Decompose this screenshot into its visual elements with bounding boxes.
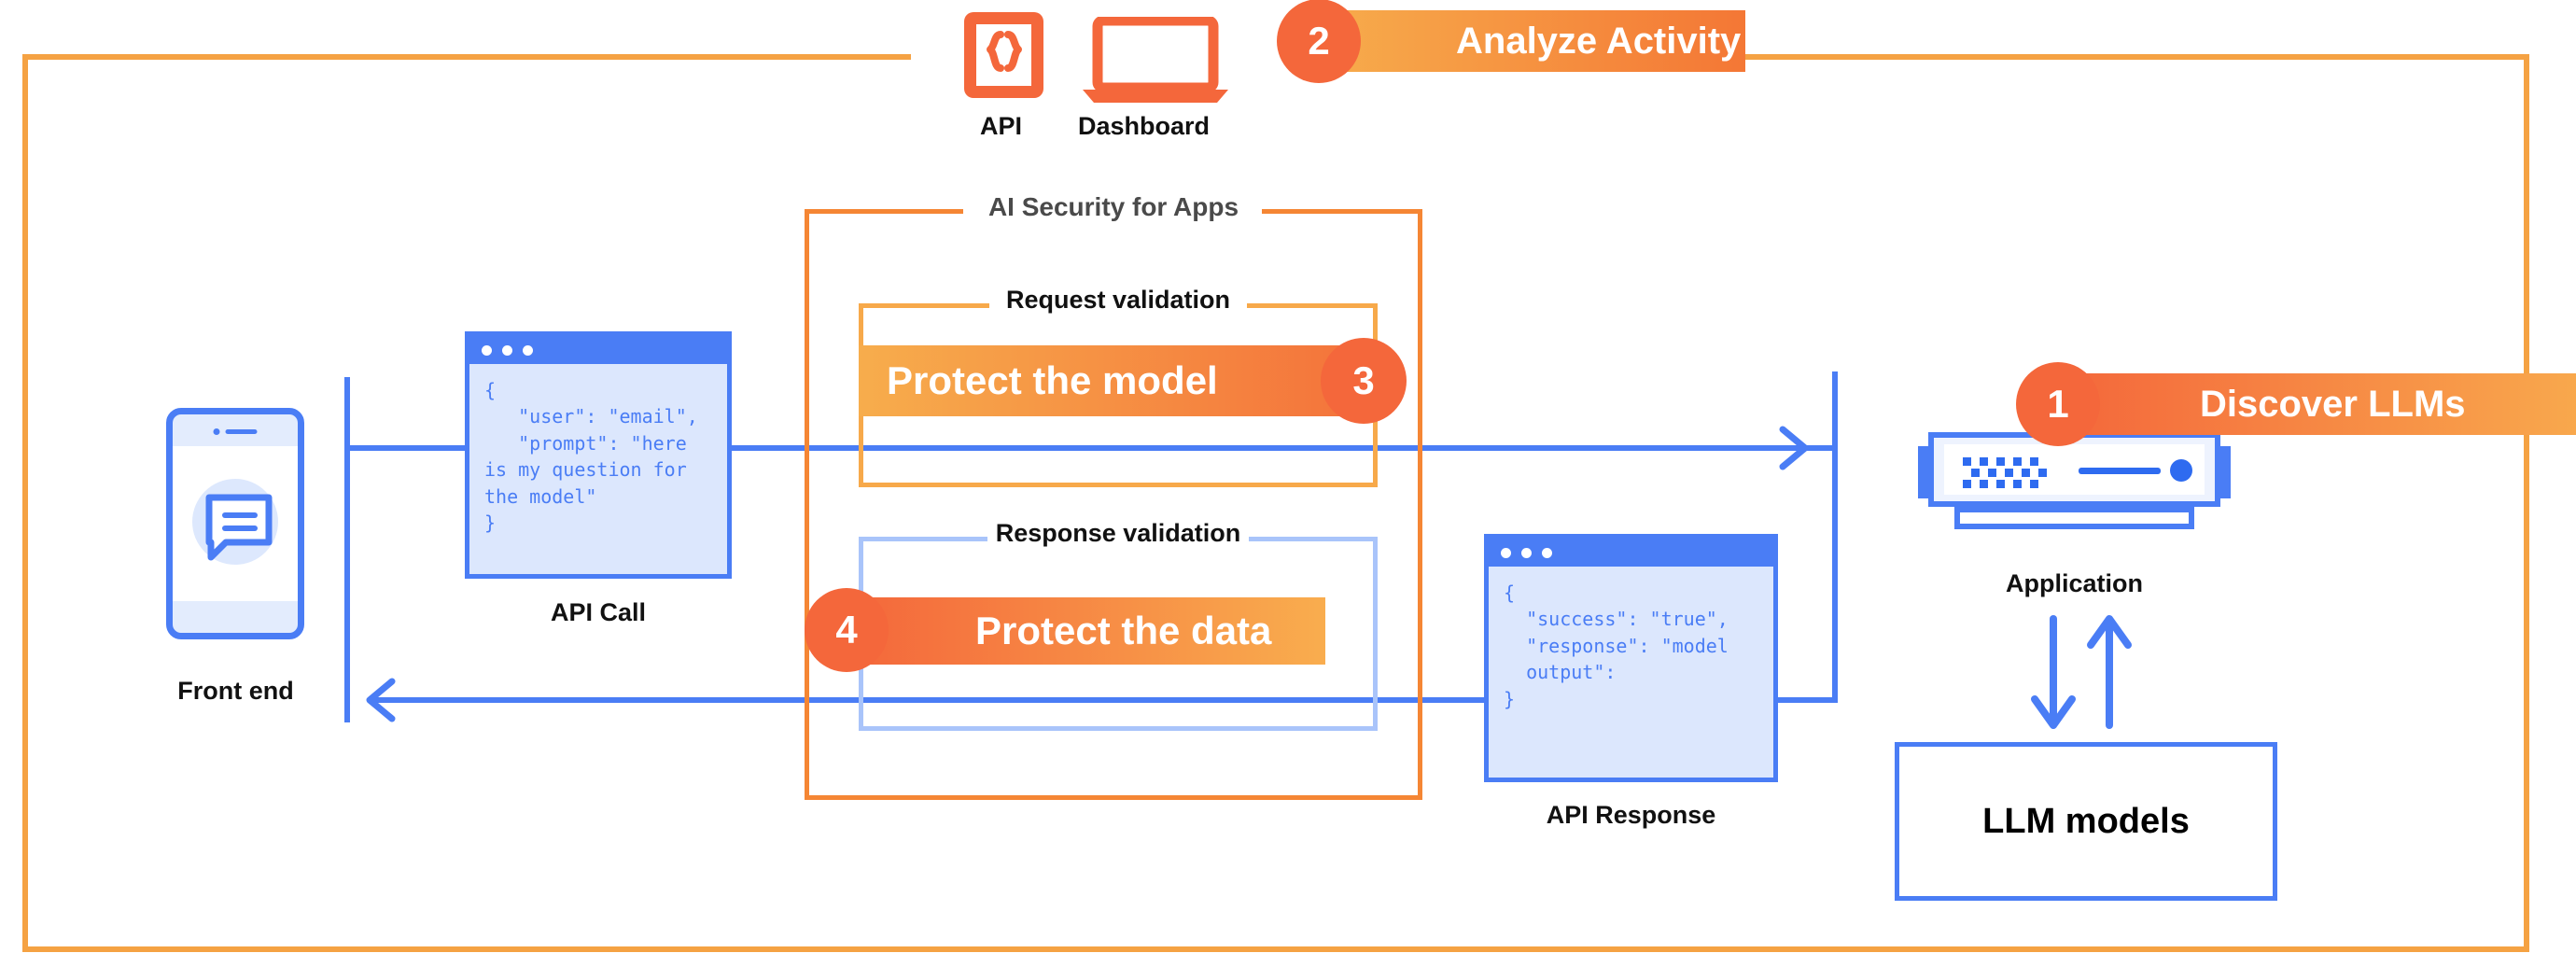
step-number-4: 4 bbox=[805, 588, 889, 672]
api-braces-icon[interactable] bbox=[964, 12, 1043, 98]
outer-frame-right bbox=[2524, 54, 2529, 952]
window-dot bbox=[523, 344, 533, 356]
window-dot bbox=[1521, 547, 1532, 558]
outer-frame-bottom bbox=[22, 946, 2529, 952]
flow-response-arrowhead bbox=[366, 678, 396, 722]
llm-models-label: LLM models bbox=[1982, 801, 2190, 841]
analyze-activity-label: Analyze Activity bbox=[1456, 20, 1742, 62]
window-dot bbox=[1501, 547, 1511, 558]
api-call-caption: API Call bbox=[550, 598, 647, 626]
response-validation-title: Response validation bbox=[995, 519, 1241, 547]
api-response-window: { "success": "true", "response": "model … bbox=[1484, 534, 1778, 782]
application-caption: Application bbox=[2006, 569, 2143, 597]
protect-the-data-label: Protect the data bbox=[975, 609, 1272, 652]
window-dot bbox=[1542, 547, 1552, 558]
application-to-llm-arrows bbox=[2031, 615, 2132, 729]
api-response-titlebar bbox=[1489, 539, 1773, 567]
frontend-caption: Front end bbox=[177, 677, 294, 705]
top-icon-group: API Dashboard bbox=[961, 7, 1241, 171]
discover-llms-label: Discover LLMs bbox=[2200, 383, 2466, 425]
step-number-2: 2 bbox=[1277, 0, 1361, 83]
outer-frame-top-left bbox=[22, 54, 911, 60]
step-number-3: 3 bbox=[1321, 338, 1407, 424]
protect-the-model-label: Protect the model bbox=[887, 358, 1218, 402]
api-response-caption: API Response bbox=[1546, 801, 1716, 829]
protect-the-data-bar: Protect the data bbox=[849, 597, 1325, 665]
window-dot bbox=[502, 344, 512, 356]
dashboard-icon-label: Dashboard bbox=[1078, 112, 1211, 140]
api-call-code: { "user": "email", "prompt": "here is my… bbox=[484, 379, 698, 534]
flow-right-rail bbox=[1832, 371, 1838, 700]
flow-response-line bbox=[371, 697, 1838, 703]
ai-security-group-title: AI Security for Apps bbox=[987, 192, 1239, 221]
flow-request-arrowhead bbox=[1779, 426, 1809, 470]
frontend-mobile-chat-icon bbox=[166, 408, 304, 639]
window-dot bbox=[482, 344, 492, 356]
protect-the-model-bar: Protect the model bbox=[859, 345, 1386, 416]
phone-screen bbox=[173, 446, 298, 601]
api-icon-label: API bbox=[980, 112, 1023, 140]
api-call-titlebar bbox=[469, 336, 727, 364]
analyze-activity-bar: Analyze Activity bbox=[1316, 10, 1745, 72]
step-number-1: 1 bbox=[2016, 362, 2100, 446]
discover-llms-bar: Discover LLMs bbox=[2058, 373, 2576, 435]
dashboard-laptop-icon[interactable] bbox=[1081, 15, 1230, 103]
api-call-window: { "user": "email", "prompt": "here is my… bbox=[465, 331, 732, 579]
outer-frame-left bbox=[22, 54, 28, 952]
llm-models-box: LLM models bbox=[1895, 742, 2277, 901]
flow-request-line bbox=[344, 445, 1838, 451]
phone-speaker-notch bbox=[213, 428, 258, 435]
request-validation-title: Request validation bbox=[1005, 286, 1231, 314]
outer-frame-top-right bbox=[1706, 54, 2529, 60]
application-server-appliance-icon bbox=[1918, 429, 2231, 532]
flow-left-rail bbox=[344, 377, 350, 722]
ai-security-group-box bbox=[805, 209, 1422, 800]
api-response-code: { "success": "true", "response": "model … bbox=[1504, 582, 1729, 710]
